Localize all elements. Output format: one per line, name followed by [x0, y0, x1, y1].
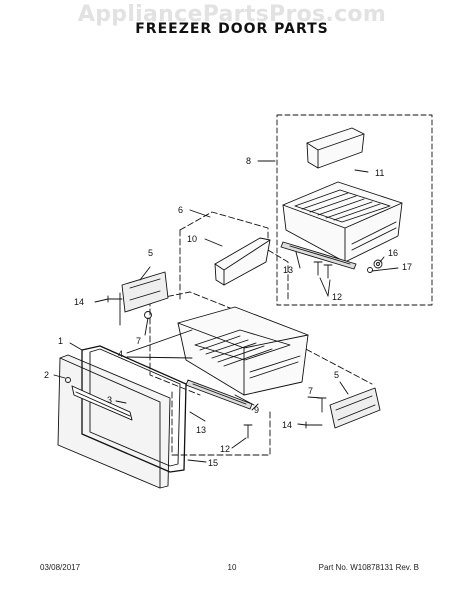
footer-date: 03/08/2017: [40, 563, 81, 572]
upper-basket: [282, 181, 403, 263]
part-17-screw: [367, 267, 373, 273]
screws-upper: [313, 261, 333, 279]
callout-10: 10: [187, 234, 197, 244]
callout-5-left: 5: [148, 248, 153, 258]
callout-4: 4: [118, 349, 123, 359]
left-bracket: [119, 271, 169, 326]
footer-page-number: 10: [227, 563, 237, 572]
callout-12-upper: 12: [332, 292, 342, 302]
callout-14-left: 14: [74, 297, 84, 307]
screw-14-right: [305, 421, 323, 429]
callout-8: 8: [246, 156, 251, 166]
freezer-door: [57, 354, 171, 489]
screws-lower: [243, 424, 253, 439]
callout-13-lower: 13: [196, 425, 206, 435]
callout-13-upper: 13: [283, 265, 293, 275]
slide-rail-upper: [280, 241, 357, 270]
callout-2: 2: [44, 370, 49, 380]
callout-3: 3: [107, 395, 112, 405]
callout-6: 6: [178, 205, 183, 215]
group-box-13: [171, 391, 271, 456]
callout-9: 9: [254, 405, 259, 415]
small-bin-10: [214, 237, 271, 286]
slide-rail-lower: [185, 379, 255, 410]
part-7-right: [317, 397, 327, 413]
door-handle: [71, 385, 133, 421]
callout-17: 17: [402, 262, 412, 272]
callout-12-lower: 12: [220, 444, 230, 454]
group-box-6: [179, 211, 289, 301]
callout-15: 15: [208, 458, 218, 468]
right-bracket: [329, 387, 381, 429]
door-gasket: [81, 345, 187, 473]
callout-11: 11: [375, 168, 384, 178]
page-title: FREEZER DOOR PARTS: [135, 21, 329, 37]
main-basket: [177, 306, 309, 396]
callout-16: 16: [388, 248, 398, 258]
part-16-clip: [373, 259, 383, 269]
handle-screw: [65, 377, 71, 383]
callout-14-right: 14: [282, 420, 292, 430]
footer-part-number: Part No. W10878131 Rev. B: [318, 563, 419, 572]
callout-1: 1: [58, 336, 63, 346]
callout-7-left: 7: [136, 336, 141, 346]
watermark: AppliancePartsPros.com: [77, 2, 387, 27]
small-bin-11: [306, 127, 365, 169]
callout-5-right: 5: [334, 370, 339, 380]
group-box-8: [276, 114, 433, 306]
callout-7-right: 7: [308, 386, 313, 396]
